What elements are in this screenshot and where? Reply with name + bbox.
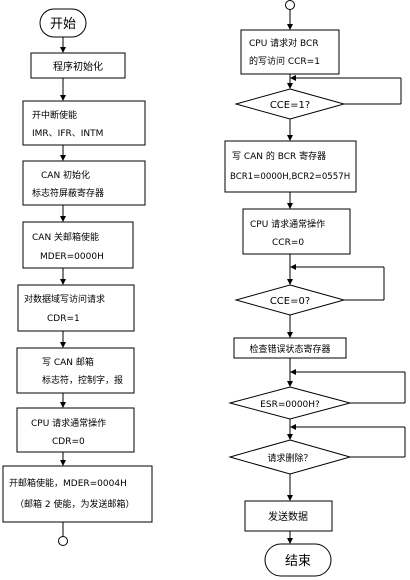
end-label: 结束 (285, 554, 311, 569)
mailbox-disable-box (22, 221, 134, 269)
send-request-label: 请求删除？ (267, 452, 312, 464)
interrupt-enable-line-1: 开中断使能 (32, 109, 77, 121)
program-init-label: 程序初始化 (53, 60, 103, 73)
cdr-request-box (17, 284, 135, 332)
send-data-label: 发送数据 (268, 510, 308, 523)
cce-0-label: CCE=0? (270, 296, 310, 307)
bcr-write-line-2: BCR1=0000H,BCR2=0557H (230, 172, 350, 182)
can-init-box (22, 160, 146, 206)
cdr-request-line-1: 对数据域写访问请求 (24, 293, 105, 305)
cpu-normal-ccr-box (242, 208, 351, 255)
write-mailbox-line-1: 写 CAN 邮箱 (42, 356, 94, 368)
esr-decision (228, 386, 352, 420)
cpu-normal-cdr-box (16, 407, 135, 453)
error-status-box (233, 337, 347, 359)
mailbox-disable-line-1: CAN 关邮箱使能 (32, 231, 99, 243)
end-terminator (264, 543, 332, 577)
program-init-box (30, 52, 126, 79)
ccr-request-box (240, 29, 340, 75)
interrupt-enable-box (22, 100, 146, 146)
start-label: 开始 (50, 17, 76, 32)
can-init-line-2: 标志符屏蔽寄存器 (32, 187, 104, 199)
cce-0-decision (234, 284, 346, 316)
mailbox-enable-line-1: 开邮箱使能，MDER=0004H (9, 477, 127, 489)
bcr-write-box (224, 140, 357, 193)
write-mailbox-box (16, 347, 135, 394)
mailbox-enable-box (2, 465, 153, 523)
right-connectors (287, 9, 406, 544)
offpage-connector-out (58, 536, 68, 546)
cce-1-label: CCE=1? (270, 100, 310, 111)
error-status-label: 检查错误状态寄存器 (249, 343, 330, 355)
esr-label: ESR=0000H? (260, 400, 320, 410)
send-request-decision (228, 439, 352, 475)
cpu-normal-ccr-line-1: CPU 请求通常操作 (250, 218, 325, 230)
cpu-normal-ccr-line-2: CCR=0 (272, 238, 304, 248)
left-connectors (60, 37, 66, 536)
cdr-request-line-2: CDR=1 (47, 314, 80, 324)
ccr-request-line-1: CPU 请求对 BCR (249, 37, 319, 49)
write-mailbox-line-2: 标志符，控制字，报 (42, 374, 123, 386)
mailbox-disable-line-2: MDER=0000H (40, 252, 104, 262)
bcr-write-line-1: 写 CAN 的 BCR 寄存器 (232, 150, 326, 162)
mailbox-enable-line-2: （邮箱 2 使能，为发送邮箱） (15, 498, 134, 510)
cpu-normal-cdr-line-2: CDR=0 (52, 437, 85, 447)
cce-1-decision (234, 88, 346, 120)
offpage-connector-in (285, 0, 295, 10)
cpu-normal-cdr-line-1: CPU 请求通常操作 (31, 417, 106, 429)
ccr-request-line-2: 的写访问 CCR=1 (249, 55, 320, 67)
can-init-line-1: CAN 初始化 (41, 169, 90, 181)
interrupt-enable-line-2: IMR、IFR、INTM (32, 129, 103, 139)
send-data-box (244, 500, 333, 532)
